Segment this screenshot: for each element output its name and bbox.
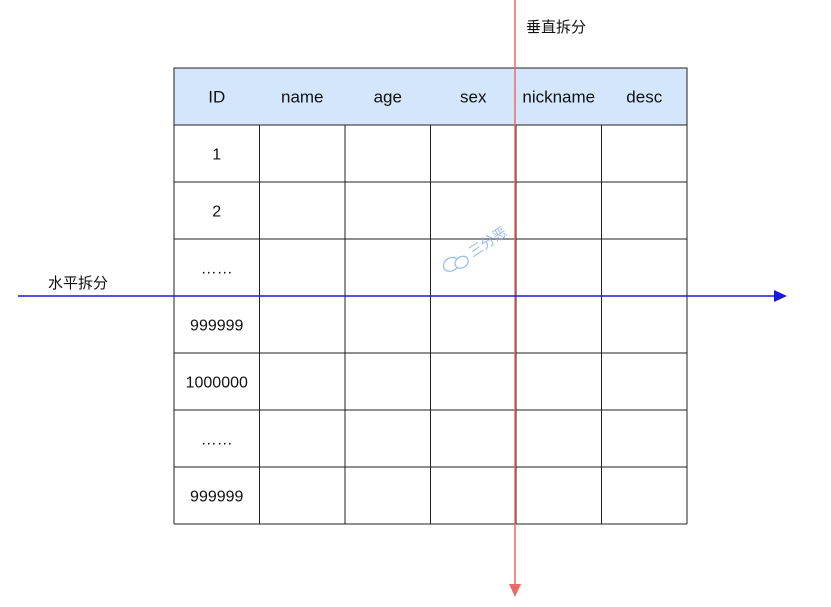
header-cell-nickname: nickname [522,88,595,107]
table-header-background [173,67,688,126]
id-cell: 1000000 [186,375,248,392]
header-cell-age: age [374,88,402,107]
header-cell-sex: sex [460,88,487,107]
watermark: 三分恶 [442,224,510,272]
id-cell: …… [201,261,233,278]
watermark-text: 三分恶 [466,224,510,260]
id-cell: 999999 [190,318,243,335]
header-cell-name: name [281,88,324,107]
horizontal-arrow-head [774,290,787,302]
header-cell-id: ID [208,88,225,107]
table-header-row: ID name age sex nickname desc [208,88,662,107]
header-cell-desc: desc [626,88,662,107]
id-cell: 999999 [190,489,243,506]
id-cell: 2 [212,204,221,221]
id-cell: 1 [212,147,221,164]
horizontal-split-label: 水平拆分 [48,274,108,292]
vertical-split-line [509,0,521,597]
horizontal-split-line [18,290,787,302]
wechat-icon [442,255,469,272]
vertical-arrow-head [509,584,521,597]
id-column: 1 2 …… 999999 1000000 …… 999999 [186,147,248,506]
vertical-split-label: 垂直拆分 [526,18,586,36]
id-cell: …… [201,432,233,449]
